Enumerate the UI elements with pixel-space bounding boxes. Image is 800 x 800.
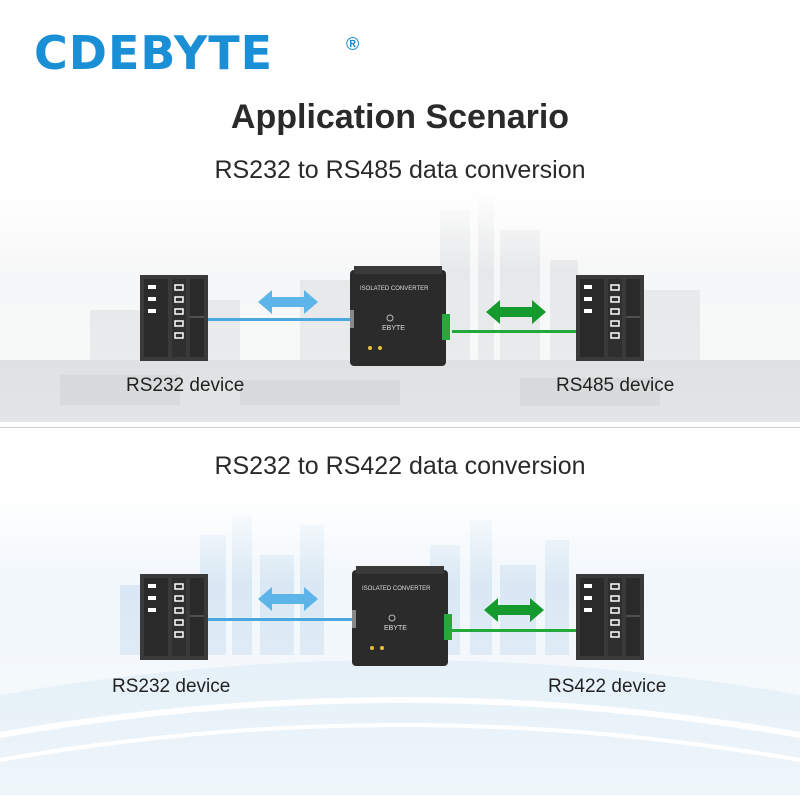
section-divider bbox=[0, 427, 800, 428]
scenario-2-heading: RS232 to RS422 data conversion bbox=[214, 452, 586, 480]
page-title: Application Scenario bbox=[230, 98, 570, 136]
scenario-2-right-label: RS422 device bbox=[548, 676, 667, 697]
registered-mark: ® bbox=[346, 34, 360, 54]
converter-label: ISOLATED CONVERTER bbox=[362, 586, 431, 592]
scenario-1-right-label: RS485 device bbox=[556, 375, 675, 396]
rs232-device bbox=[140, 574, 208, 660]
rs422-device bbox=[576, 574, 644, 660]
converter-brand: EBYTE bbox=[384, 625, 407, 632]
rs232-link-line bbox=[208, 318, 354, 321]
bidirectional-arrow-icon bbox=[486, 300, 546, 324]
scenario-1-heading: RS232 to RS485 data conversion bbox=[214, 156, 586, 184]
rs485-link-line bbox=[452, 330, 578, 333]
rack-device-icon bbox=[140, 275, 208, 361]
brand-logo: CDEBYTE bbox=[34, 26, 274, 80]
bidirectional-arrow-icon bbox=[258, 587, 318, 611]
rs485-device bbox=[576, 275, 644, 361]
scenario-2-left-label: RS232 device bbox=[112, 676, 231, 697]
rs232-device bbox=[140, 275, 208, 361]
bidirectional-arrow-icon bbox=[484, 598, 544, 622]
rack-device-icon bbox=[140, 574, 208, 660]
rs422-link-line bbox=[452, 629, 578, 632]
converter-label: ISOLATED CONVERTER bbox=[360, 286, 429, 292]
bidirectional-arrow-icon bbox=[258, 290, 318, 314]
rack-device-icon bbox=[576, 574, 644, 660]
converter-brand: EBYTE bbox=[382, 325, 405, 332]
rack-device-icon bbox=[576, 275, 644, 361]
rs232-link-line bbox=[208, 618, 356, 621]
scenario-1-left-label: RS232 device bbox=[126, 375, 245, 396]
isolated-converter-device: ISOLATED CONVERTER EBYTE bbox=[352, 566, 452, 666]
isolated-converter-device: ISOLATED CONVERTER EBYTE bbox=[350, 266, 450, 366]
